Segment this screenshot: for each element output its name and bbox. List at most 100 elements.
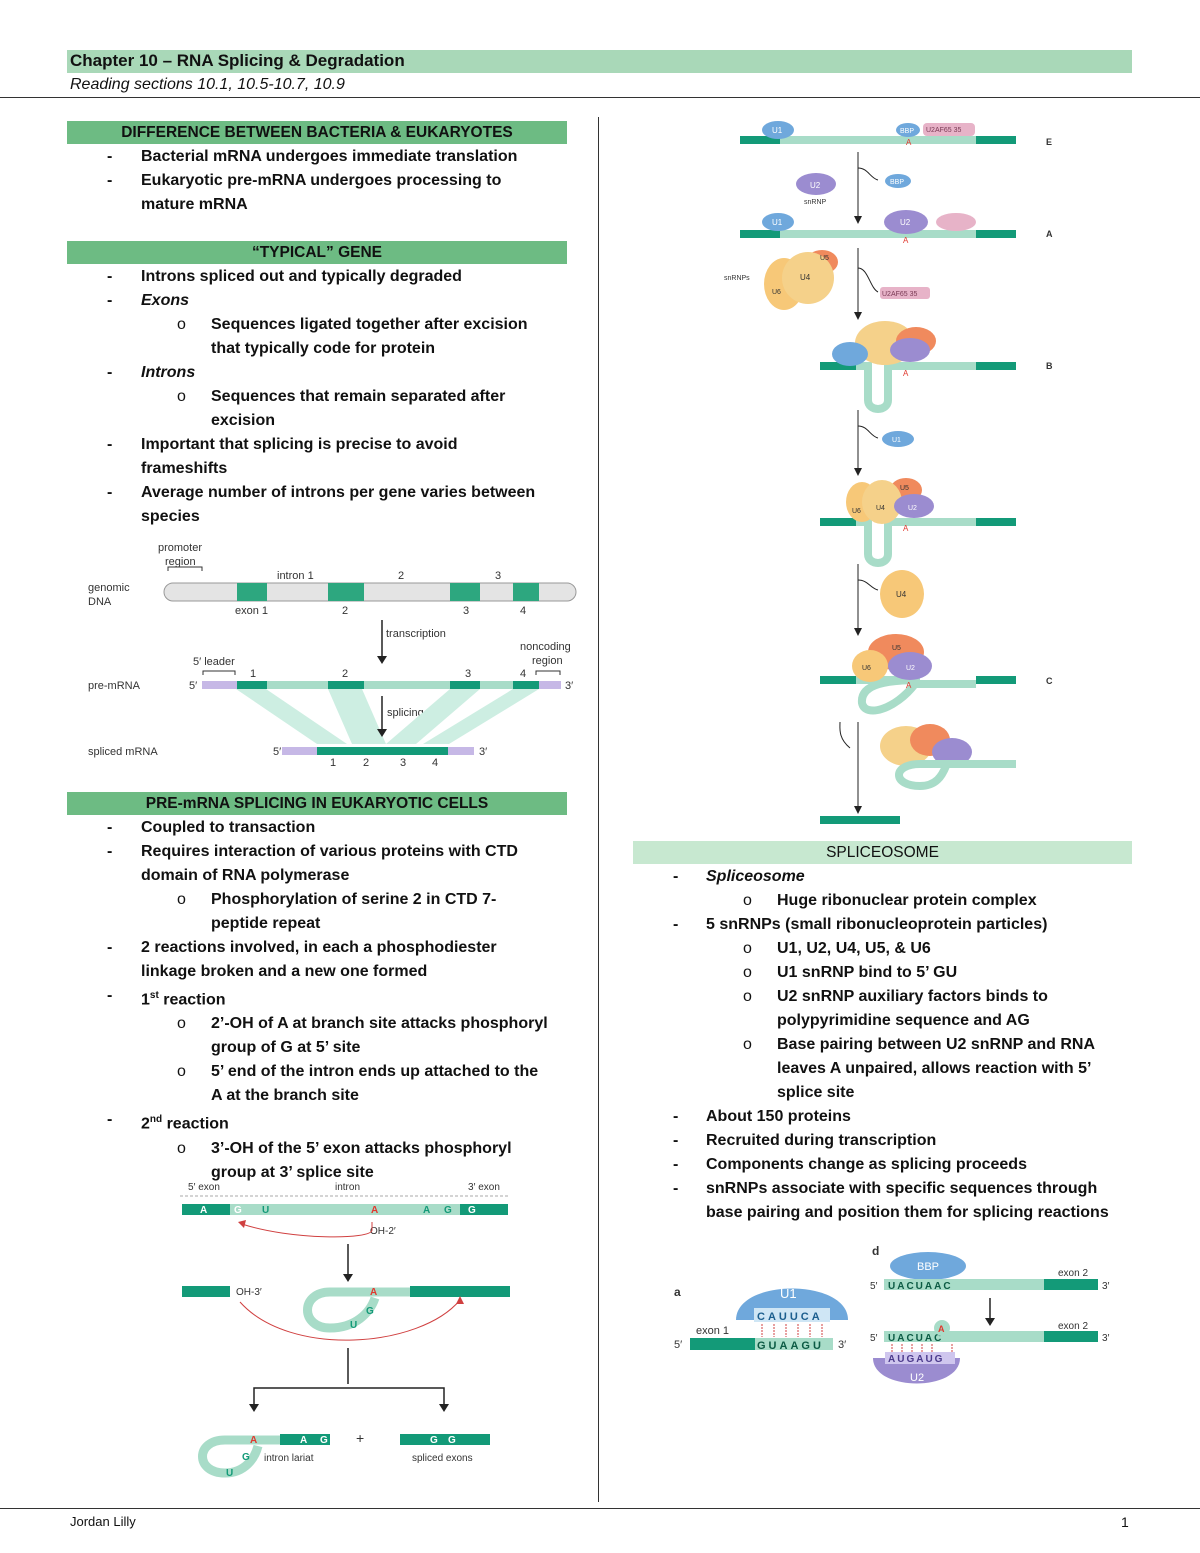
footer-rule (0, 1508, 1200, 1509)
figure-label: A (903, 236, 909, 245)
figure-label: 4 (520, 605, 526, 617)
section-heading-difference: DIFFERENCE BETWEEN BACTERIA & EUKARYOTES (67, 121, 567, 144)
figure-label: U1 (780, 1286, 797, 1301)
figure-label: 5′ (189, 680, 197, 692)
list-item: Exons (141, 292, 190, 309)
figure-label: OH-3′ (236, 1287, 262, 1298)
superscript: nd (149, 1114, 163, 1126)
figure-label: intron 1 (277, 570, 314, 582)
nucleotide-label: U (226, 1468, 233, 1479)
figure-label: 5′ (870, 1333, 878, 1344)
list-subitem: Base pairing between U2 snRNP and RNA (777, 1036, 1095, 1053)
list-subitem: polypyrimidine sequence and AG (777, 1012, 1030, 1029)
figure-label: U2 (900, 218, 911, 227)
figure-label: + (356, 1430, 364, 1446)
figure-label: 3 (495, 570, 501, 582)
list-item: Bacterial mRNA undergoes immediate trans… (141, 148, 518, 165)
list-item: Introns (141, 364, 196, 381)
section-heading-typical-gene: “TYPICAL” GENE (67, 241, 567, 264)
figure-label: snRNP (804, 199, 827, 206)
header-bar (67, 50, 1132, 73)
stage-label: B (1046, 361, 1053, 371)
figure-label: U2 (906, 665, 915, 672)
figure-label: intron lariat (264, 1453, 314, 1464)
list-item: 2 (141, 1115, 150, 1133)
list-subitem: leaves A unpaired, allows reaction with … (777, 1060, 1092, 1077)
sequence-label: UACUAC (888, 1333, 943, 1344)
sequence-label: CAUUCA (757, 1311, 823, 1323)
figure-label: 3′ (479, 746, 487, 758)
figure-label: snRNPs (724, 275, 750, 282)
list-item: mature mRNA (141, 196, 248, 213)
figure-label: 1 (250, 668, 256, 680)
figure-label: U6 (862, 665, 871, 672)
figure-label: 2 (342, 605, 348, 617)
list-subitem: group of G at 5’ site (211, 1039, 361, 1057)
figure-label: spliced exons (412, 1453, 473, 1464)
figure-label: 3 (465, 668, 471, 680)
figure-label: exon 1 (235, 605, 268, 617)
figure-label: A (903, 524, 909, 533)
spliceosome-cycle-figure: U1 BBP U2AF65 35 A E U2 snRNP BBP U1 U2 … (724, 121, 1053, 824)
list-subitem: group at 3’ splice site (211, 1163, 374, 1181)
figure-label: 5′ exon (188, 1182, 220, 1193)
figure-label: 3 (463, 605, 469, 617)
list-subitem: 5’ end of the intron ends up attached to… (211, 1063, 539, 1081)
figure-label: 1 (330, 757, 336, 769)
list-item: Spliceosome (706, 868, 805, 885)
figure-label: exon 2 (1058, 1268, 1088, 1279)
sequence-label: UACUAAC (888, 1281, 953, 1292)
list-item: linkage broken and a new one formed (141, 963, 428, 980)
list-subitem: Phosphorylation of serine 2 in CTD 7- (211, 891, 497, 908)
figure-label: U6 (772, 289, 781, 296)
figure-label: U2AF65 35 (882, 291, 918, 298)
figure-label: 5′ leader (193, 656, 235, 668)
list-subitem: 2’-OH of A at branch site attacks phosph… (211, 1015, 548, 1033)
stage-label: C (1046, 676, 1053, 686)
nucleotide-label: A (300, 1435, 307, 1446)
figure-label: pre-mRNA (88, 680, 141, 692)
figure-label: U2 (910, 1372, 924, 1384)
nucleotide-label: G (366, 1306, 374, 1317)
stage-label: A (1046, 229, 1053, 239)
list-item: Components change as splicing proceeds (706, 1156, 1027, 1173)
figure-label: 5′ (273, 746, 281, 758)
list-subitem: Huge ribonuclear protein complex (777, 892, 1037, 909)
list-item: snRNPs associate with specific sequences… (706, 1180, 1098, 1197)
figure-label: spliced mRNA (88, 746, 158, 758)
nucleotide-label: G (448, 1435, 456, 1446)
figure-label: U4 (800, 273, 811, 282)
nucleotide-label: G (430, 1435, 438, 1446)
panel-label: a (674, 1285, 681, 1299)
splicing-reaction-figure: 5′ exon intron 3′ exon A G U A A G G OH-… (180, 1182, 510, 1479)
list-subitem: A at the branch site (211, 1087, 359, 1105)
list-subitem: that typically code for protein (211, 340, 436, 357)
list-item: frameshifts (141, 460, 228, 477)
panel-label: d (872, 1244, 879, 1258)
nucleotide-label: A (423, 1205, 430, 1216)
figure-label: splicing (387, 707, 424, 719)
header-rule (0, 97, 1200, 98)
figure-label: 3′ (838, 1339, 846, 1351)
figure-label: region (532, 655, 563, 667)
figure-label: 2 (342, 668, 348, 680)
list-subitem: excision (211, 412, 276, 429)
list-item: Recruited during transcription (706, 1132, 937, 1149)
figure-label: U1 (772, 218, 783, 227)
figure-label: U1 (772, 126, 783, 135)
list-subitem: U2 snRNP auxiliary factors binds to (777, 988, 1048, 1005)
nucleotide-label: G (444, 1205, 452, 1216)
list-item: Requires interaction of various proteins… (141, 843, 518, 860)
list-subitem: splice site (777, 1084, 855, 1101)
figure-label: region (165, 556, 196, 568)
figure-label: U4 (896, 590, 907, 599)
pre-mrna-list: -Coupled to transaction -Requires intera… (107, 819, 548, 1181)
figure-label: A (903, 369, 909, 378)
list-item: Eukaryotic pre-mRNA undergoes processing… (141, 172, 502, 189)
figure-label: transcription (386, 628, 446, 640)
figure-label: 4 (432, 757, 438, 769)
base-pairing-figure: a d U1 CAUUCA GUAAGU exon 1 5′ 3′ BBP 5′… (674, 1244, 1110, 1384)
gene-structure-figure: promoter region genomic DNA intron 1 2 3… (88, 542, 577, 769)
list-item: About 150 proteins (706, 1108, 851, 1125)
